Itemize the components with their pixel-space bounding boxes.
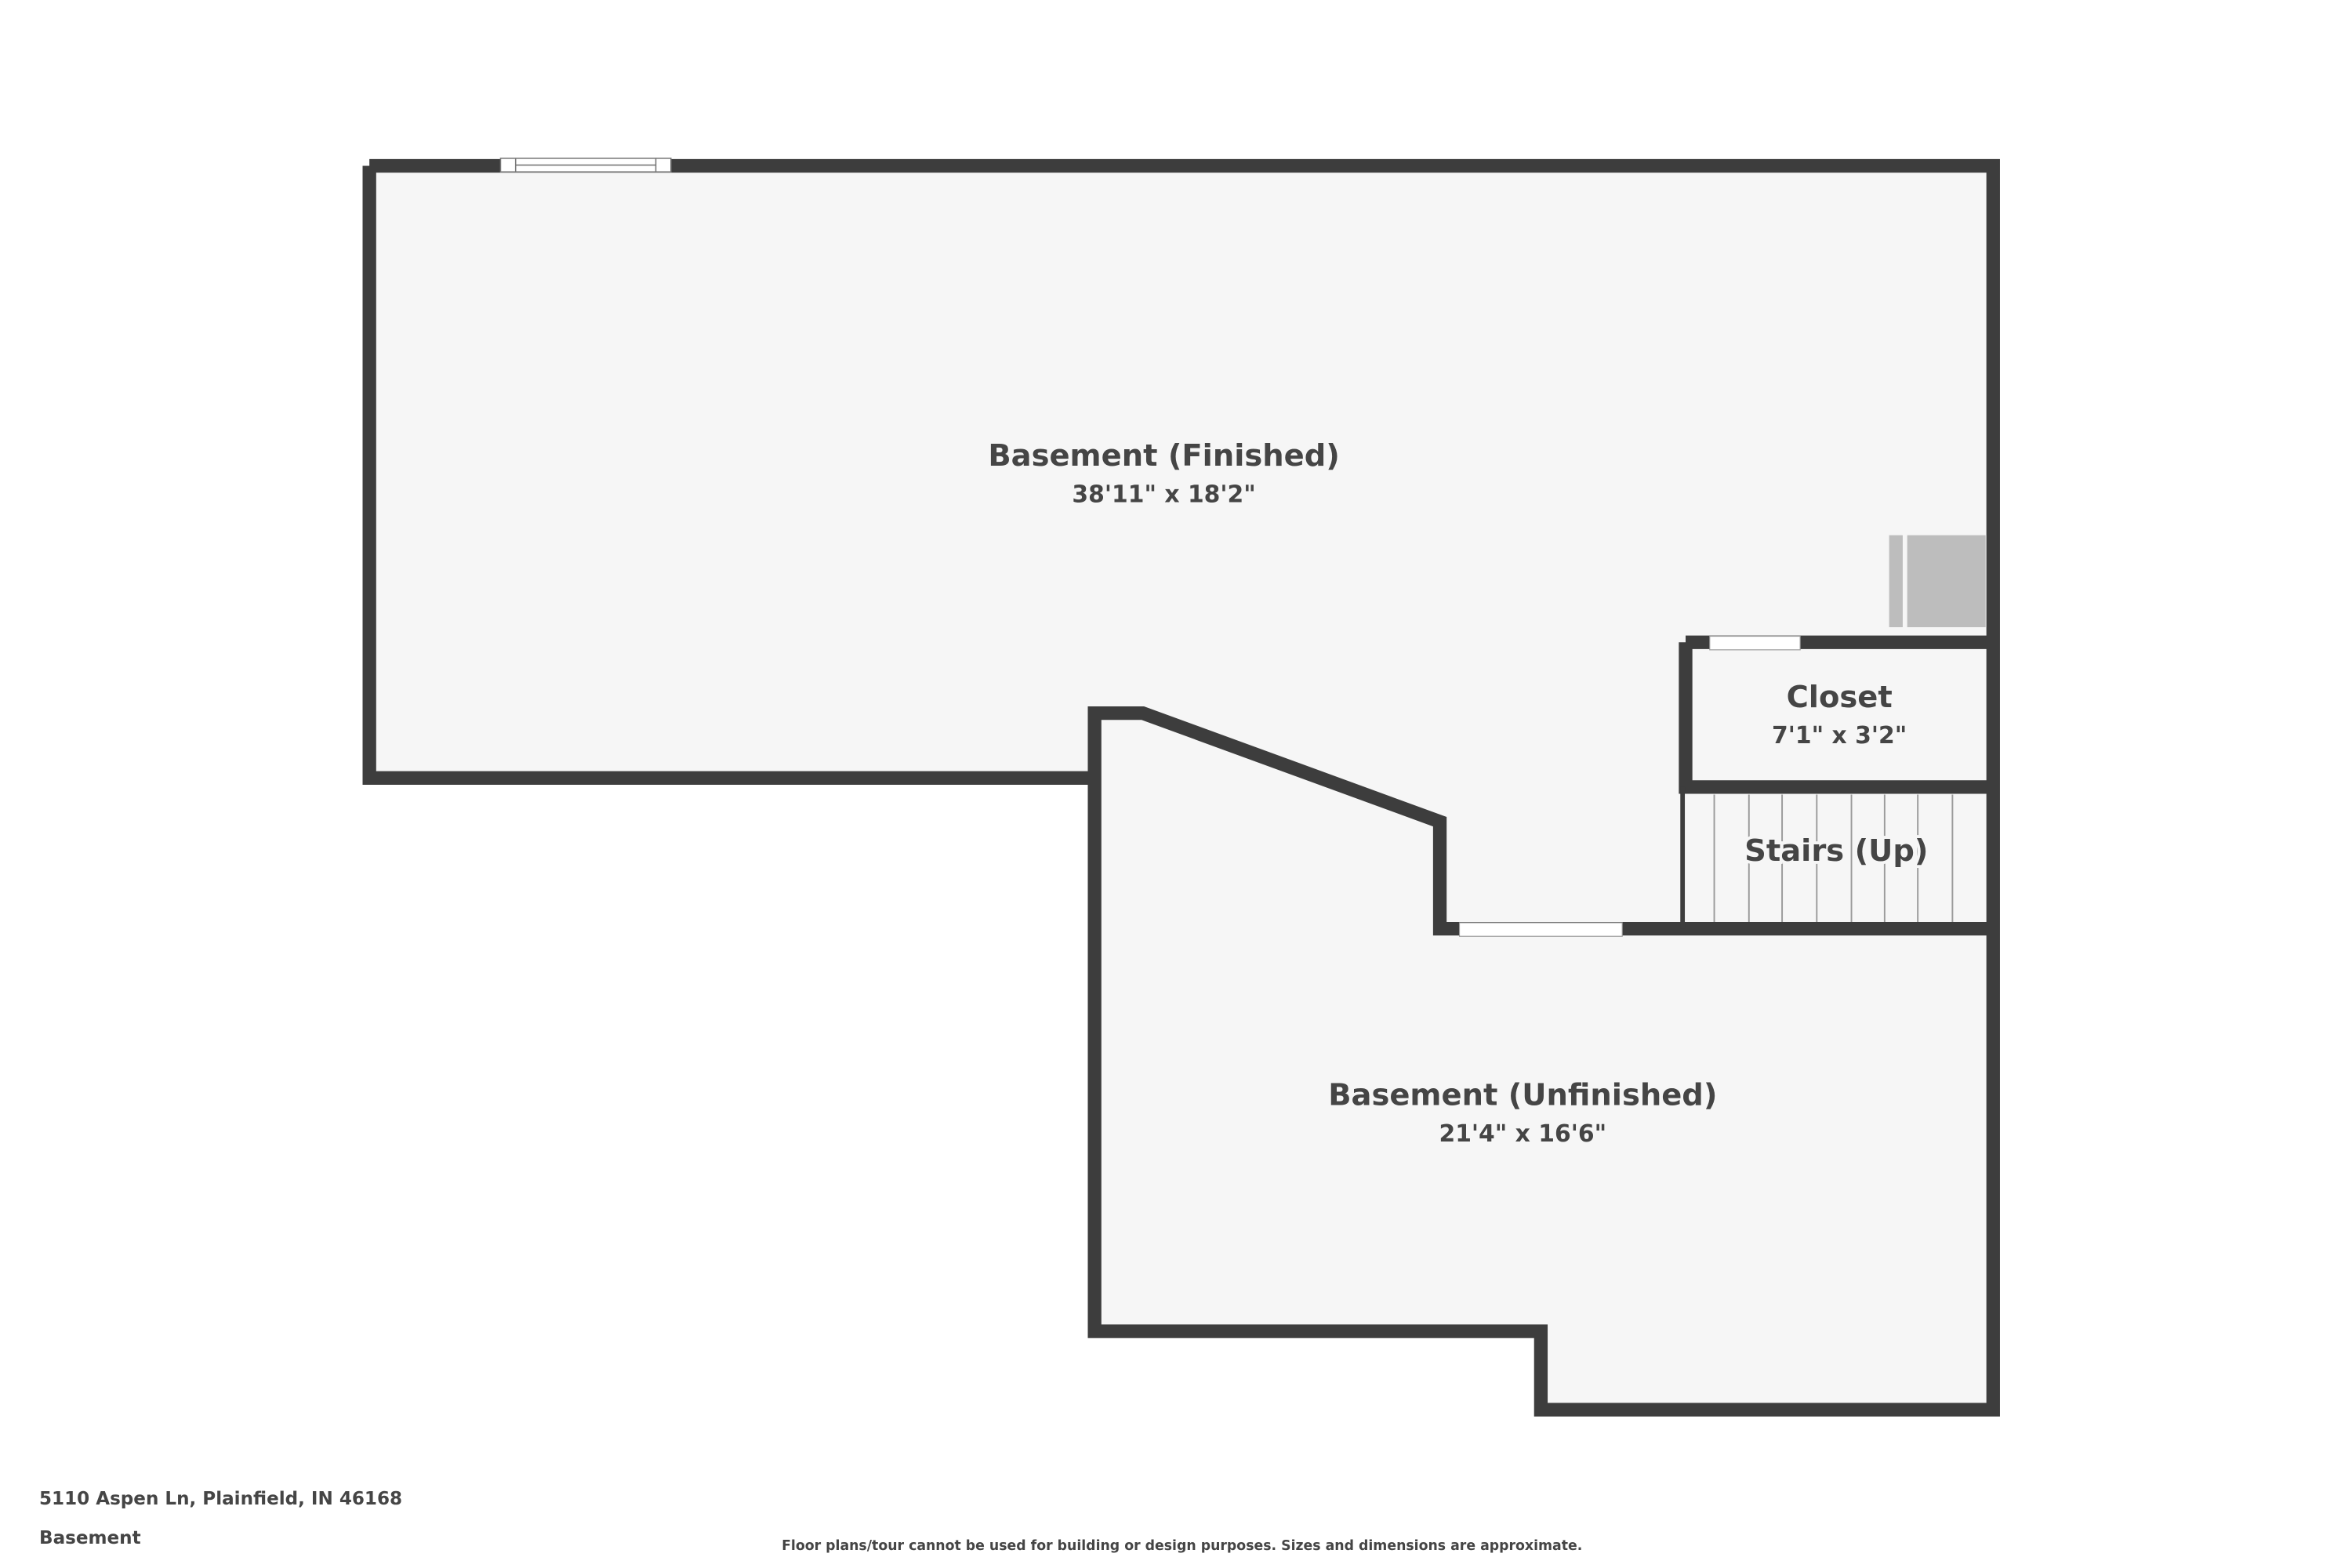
floor-area xyxy=(369,165,1994,1410)
room-dimensions-finished: 38'11" x 18'2" xyxy=(1072,481,1255,508)
room-name-finished: Basement (Finished) xyxy=(988,438,1340,474)
floor-label: Basement xyxy=(39,1528,141,1548)
appliance-icon xyxy=(1889,535,1986,627)
window-top xyxy=(499,158,672,173)
room-dimensions-unfinished: 21'4" x 16'6" xyxy=(1439,1120,1606,1148)
doorway-unfinished xyxy=(1458,922,1623,937)
room-name-unfinished: Basement (Unfinished) xyxy=(1328,1078,1717,1113)
walls xyxy=(362,158,2000,1417)
disclaimer: Floor plans/tour cannot be used for buil… xyxy=(782,1538,1582,1554)
room-name-closet: Closet xyxy=(1787,680,1893,715)
doorway-closet xyxy=(1709,635,1801,651)
room-name-stairs: Stairs (Up) xyxy=(1744,833,1928,869)
room-dimensions-closet: 7'1" x 3'2" xyxy=(1772,722,1907,750)
address: 5110 Aspen Ln, Plainfield, IN 46168 xyxy=(39,1489,402,1509)
